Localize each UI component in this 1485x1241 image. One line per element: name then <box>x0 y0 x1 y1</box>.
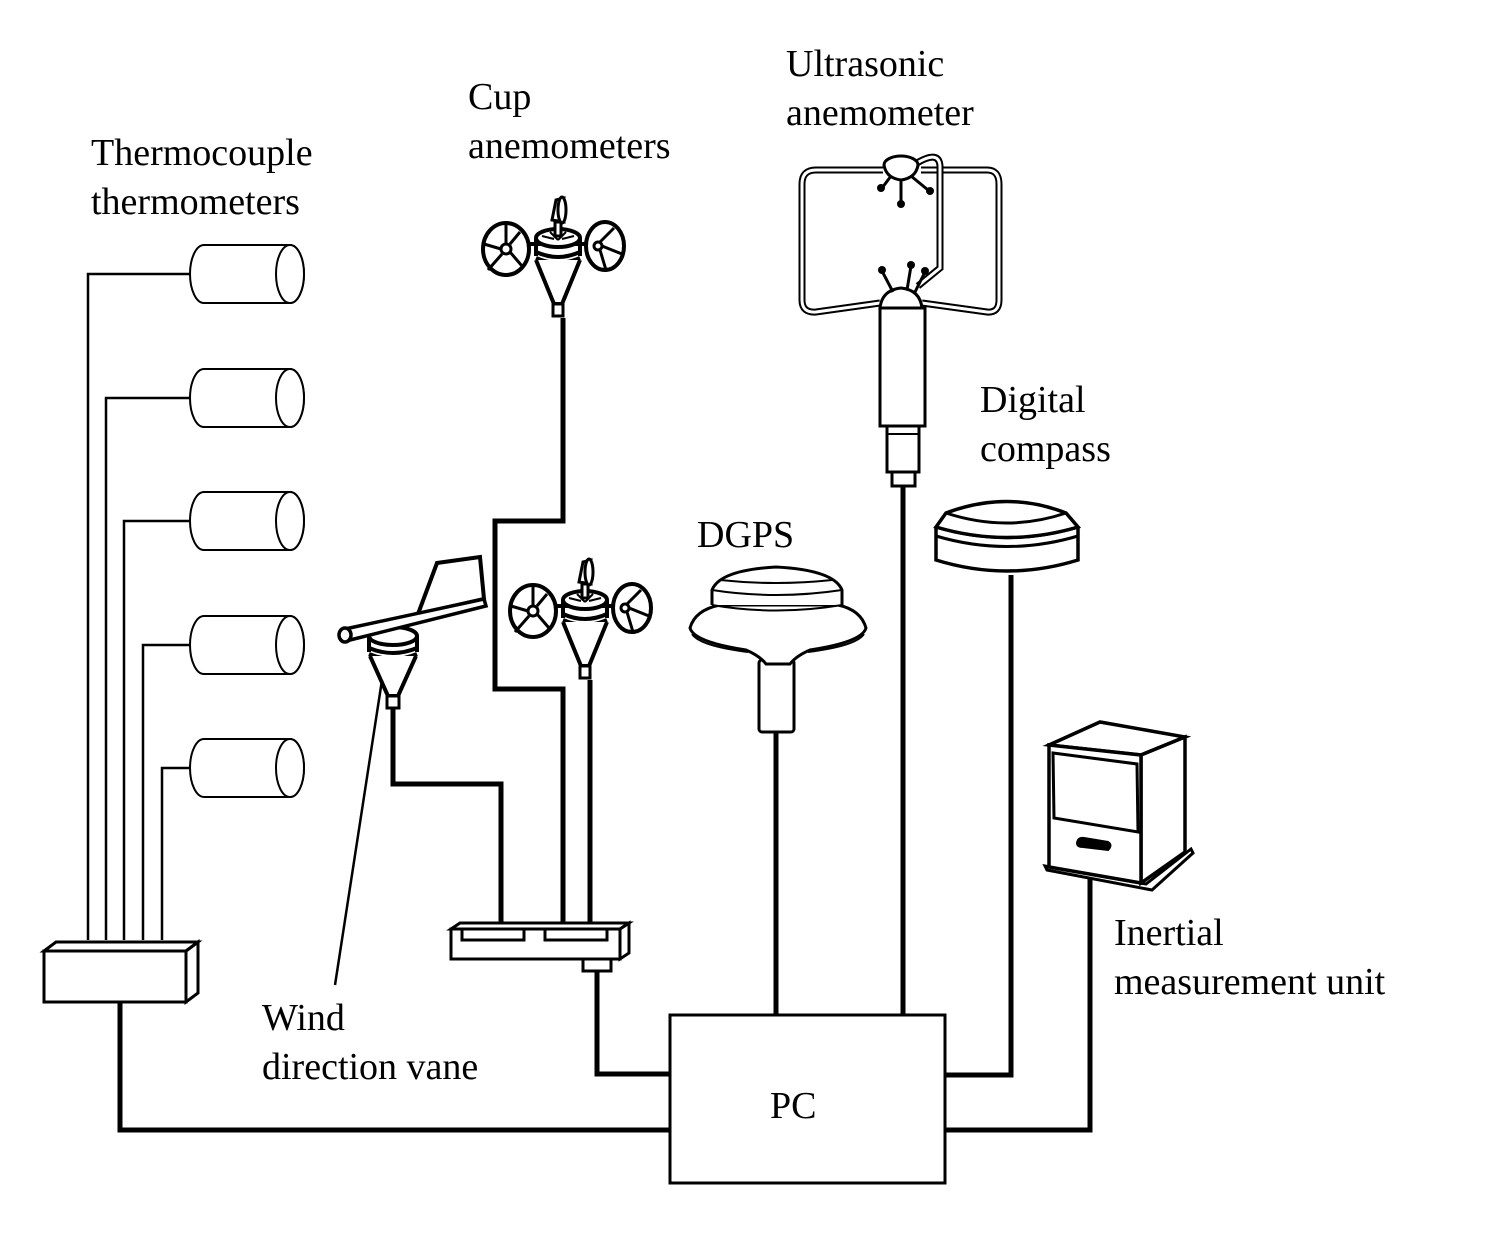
label-compass-line1: Digital <box>980 379 1086 421</box>
wire-thermo-5 <box>160 766 190 940</box>
inertial-measurement-unit <box>1042 720 1195 892</box>
label-dgps: DGPS <box>697 514 794 556</box>
wire-thermo-3 <box>122 519 190 940</box>
label-compass-line2: compass <box>980 428 1111 470</box>
wire-thermo-4 <box>141 643 190 940</box>
ultrasonic-anemometer <box>798 153 1003 488</box>
labels: Thermocouple thermometers Cup anemometer… <box>91 43 1386 1127</box>
thermocouple-1 <box>189 244 305 304</box>
vane-leader-line <box>333 679 384 986</box>
wind-direction-vane <box>333 554 489 986</box>
label-vane-line1: Wind <box>262 997 345 1039</box>
wire-box-pc <box>594 970 670 1077</box>
wire-imu-pc <box>945 850 1093 1133</box>
label-cup-line2: anemometers <box>468 125 671 167</box>
thermocouple-5 <box>189 738 305 798</box>
thermocouple-thermometers <box>189 244 305 798</box>
label-ultrasonic-line2: anemometer <box>786 92 974 134</box>
label-thermocouple-line1: Thermocouple <box>91 132 313 174</box>
anemometer-junction-box <box>446 920 634 973</box>
label-pc: PC <box>770 1085 816 1127</box>
wires <box>86 272 1093 1133</box>
wire-cup1-box <box>492 318 566 923</box>
thermo-junction-box <box>39 939 203 1005</box>
wire-compass-pc <box>945 575 1014 1078</box>
wire-thermo-1 <box>86 272 190 940</box>
cup-anemometer-upper <box>481 195 626 318</box>
label-thermocouple-line2: thermometers <box>91 181 300 223</box>
wire-thermo-2 <box>104 396 190 940</box>
thermocouple-3 <box>189 491 305 551</box>
wire-vane-box <box>390 708 504 923</box>
label-ultrasonic-line1: Ultrasonic <box>786 43 944 85</box>
pc-box <box>668 1013 947 1185</box>
label-imu-line2: measurement unit <box>1114 961 1386 1003</box>
label-imu-line1: Inertial <box>1114 912 1224 954</box>
cup-anemometer-lower <box>508 557 653 680</box>
label-cup-line1: Cup <box>468 76 531 118</box>
label-vane-line2: direction vane <box>262 1046 478 1088</box>
thermocouple-2 <box>189 368 305 428</box>
thermocouple-4 <box>189 615 305 675</box>
digital-compass <box>933 499 1082 573</box>
wire-thermobox-pc <box>117 1002 670 1133</box>
dgps-antenna <box>688 565 868 734</box>
